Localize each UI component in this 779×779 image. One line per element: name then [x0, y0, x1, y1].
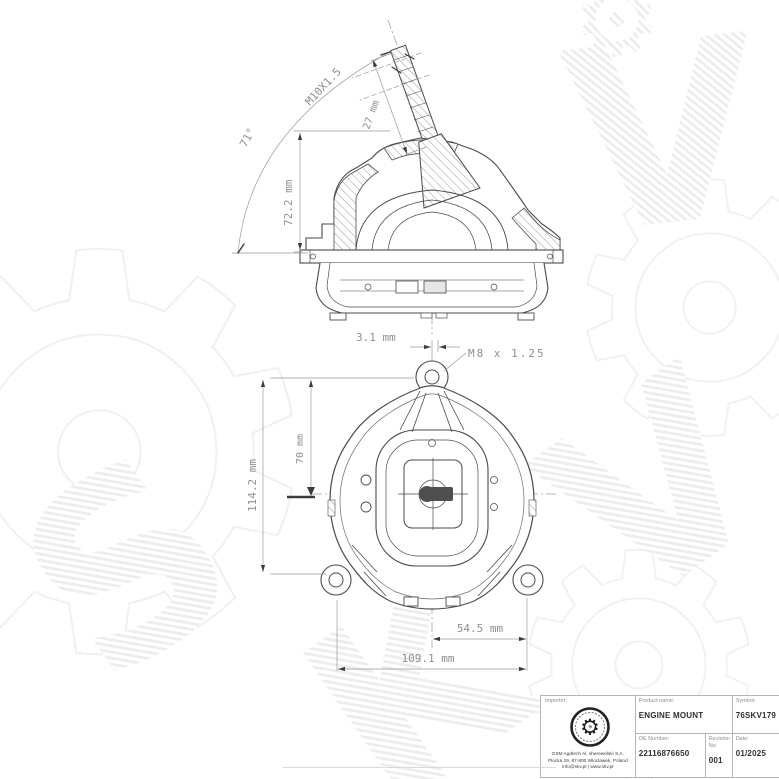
address-line: Plocka 29, 87-800 Wloclawek, Poland	[547, 757, 628, 764]
revision-value: 001	[708, 756, 723, 765]
date-cell: Date: 01/2025	[731, 734, 779, 777]
product-name-cell: Product name: ENGINE MOUNT	[636, 696, 732, 733]
date-value: 01/2025	[735, 749, 767, 758]
title-block-fields: Product name: ENGINE MOUNT Symbol: 76SKV…	[635, 696, 779, 777]
gear-icon: ⚙	[580, 716, 600, 741]
dim-offset: 3.1 mm	[356, 331, 396, 344]
dim-stud-length: 27 mm	[361, 99, 382, 131]
side-section-view: M10X1.5 27 mm 71° 72.2 mm	[231, 19, 564, 335]
center-key	[419, 486, 453, 502]
oe-number-cell: OE Number: 22116876650	[636, 734, 705, 777]
dim-height-72: 72.2 mm	[282, 179, 295, 226]
inner-detail	[327, 429, 537, 607]
revision-label: Revision No:	[708, 736, 730, 749]
oe-number-value: 22116876650	[638, 749, 690, 758]
product-name-value: ENGINE MOUNT	[638, 711, 704, 720]
dim-thread-m8: M8 x 1.25	[468, 347, 546, 360]
skv-logo: ⚙ SKV	[570, 707, 610, 747]
address-line: GSM Agdtech Al. sherewelski S.A.	[551, 751, 625, 757]
watermark-letter: V	[552, 0, 775, 291]
importer-address: GSM Agdtech Al. sherewelski S.A. Plocka …	[542, 751, 634, 771]
plan-view: 3.1 mm M8 x 1.25 70 mm 114.2 mm 54.5 mm …	[246, 331, 556, 672]
gear-watermark-icon: ⚙	[0, 139, 344, 774]
gear-watermark-icon: ⚙	[572, 0, 662, 79]
plan-view-dimensions	[260, 340, 528, 672]
flange	[299, 249, 564, 264]
revision-cell: Revision No: 001	[704, 734, 732, 777]
logo-text: SKV	[585, 725, 596, 731]
dim-total-width: 109.1 mm	[402, 652, 455, 665]
symbol-label: Symbol:	[735, 698, 756, 704]
title-block-importer-cell: Importer: ⚙ SKV GSM Agdtech Al. sherewel…	[541, 696, 636, 777]
dim-thread-m10: M10X1.5	[303, 65, 344, 108]
date-label: Date:	[735, 736, 749, 742]
title-block: Importer: ⚙ SKV GSM Agdtech Al. sherewel…	[540, 695, 779, 778]
symbol-value: 76SKV179	[735, 711, 776, 720]
title-block-row-2: OE Number: 22116876650 Revision No: 001 …	[636, 734, 779, 777]
dim-inner-height: 70 mm	[295, 434, 306, 464]
importer-label: Importer:	[545, 698, 568, 704]
address-line: info@skv.pl | www.skv.pl	[562, 764, 614, 770]
product-name-label: Product name:	[638, 698, 675, 704]
oe-number-label: OE Number:	[638, 736, 670, 742]
dim-total-height: 114.2 mm	[246, 459, 259, 512]
side-view-dimensions	[231, 51, 430, 254]
mount-body	[305, 133, 561, 253]
sheet-border-line	[283, 767, 556, 768]
gear-watermark-icon: ⚙	[555, 111, 779, 512]
lower-pan	[315, 262, 549, 321]
title-block-row-1: Product name: ENGINE MOUNT Symbol: 76SKV…	[635, 696, 779, 734]
dim-half-width: 54.5 mm	[457, 622, 504, 635]
symbol-cell: Symbol: 76SKV179	[731, 696, 779, 733]
